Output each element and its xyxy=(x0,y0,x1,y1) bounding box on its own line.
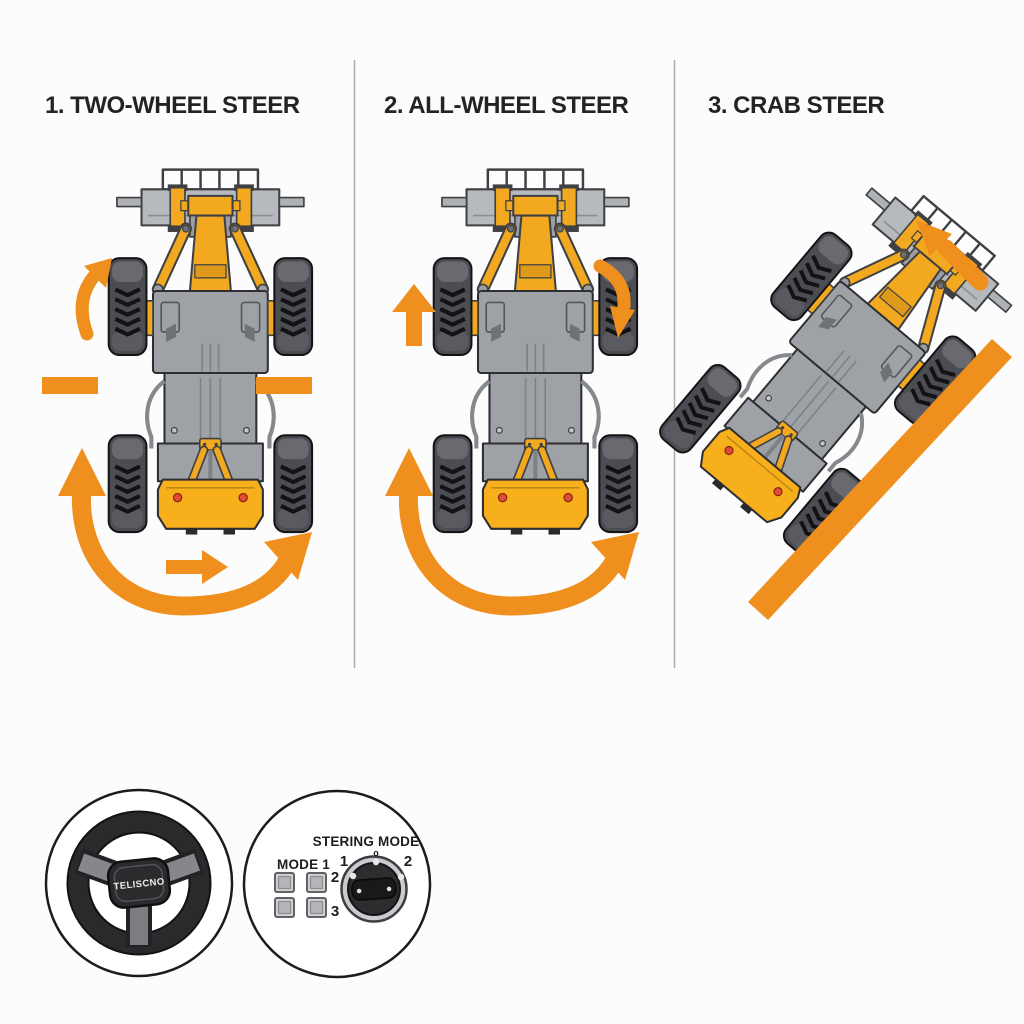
vehicle-top-view-3 xyxy=(654,162,1024,562)
tight-turning-swing-arrow xyxy=(385,448,639,616)
mode-dial xyxy=(340,855,408,923)
steering-wheel: TELISCNO xyxy=(44,788,234,978)
indicator-squares xyxy=(274,872,327,918)
panel-3-title: 3. CRAB STEER xyxy=(708,92,884,119)
dial-label-0: o xyxy=(373,848,379,858)
left-dash-bar xyxy=(42,377,98,394)
dial-label-1: 1 xyxy=(340,853,348,870)
panel-two-wheel-steer: 1. TWO-WHEEL STEER xyxy=(42,92,312,616)
front-left-up-arrow xyxy=(392,284,436,346)
front-wheel-turn-arrow xyxy=(75,258,112,341)
dial-label-2-right: 2 xyxy=(404,853,412,870)
mode-selector-panel: STERING MODE MODE 1 xyxy=(242,789,432,979)
forward-right-arrow xyxy=(166,550,228,584)
front-right-down-arrow xyxy=(593,259,635,338)
dial-dot-left xyxy=(349,872,357,880)
panel-2-title: 2. ALL-WHEEL STEER xyxy=(384,92,629,119)
dial-knob xyxy=(351,877,397,901)
diagonal-wall-bar xyxy=(748,339,1012,620)
dial-dot-top xyxy=(372,858,380,866)
mode-selector-title: STERING MODE xyxy=(313,834,420,849)
dial-label-2-left: 2 xyxy=(331,869,339,886)
mode-panel-outline xyxy=(242,789,432,979)
dial-dot-right xyxy=(397,873,405,881)
mode-label: MODE 1 xyxy=(277,857,330,872)
vehicle-top-view-1 xyxy=(109,170,312,535)
dial-label-3: 3 xyxy=(331,903,339,920)
crab-direction-arrow xyxy=(916,220,989,291)
steering-wheel-hub-label: TELISCNO xyxy=(113,876,165,892)
steering-wheel-hub: TELISCNO xyxy=(106,857,172,909)
panel-crab-steer: 3. CRAB STEER xyxy=(654,92,1024,620)
turning-swing-arrow xyxy=(58,448,312,616)
right-dash-bar xyxy=(256,377,312,394)
vehicle-top-view-2 xyxy=(434,170,637,535)
panel-1-title: 1. TWO-WHEEL STEER xyxy=(45,92,300,119)
panel-all-wheel-steer: 2. ALL-WHEEL STEER xyxy=(384,92,639,616)
